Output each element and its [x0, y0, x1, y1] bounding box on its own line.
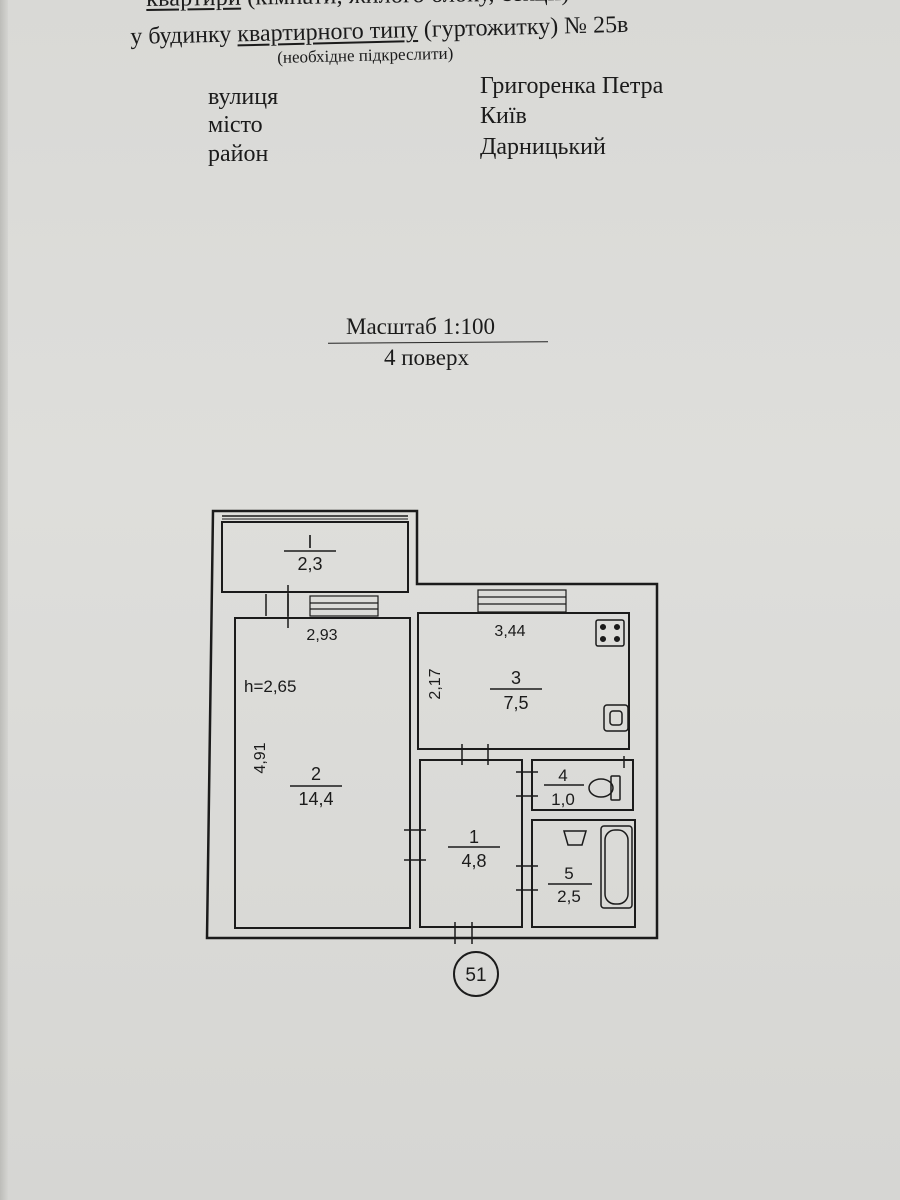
room2-area: 14,4 [298, 789, 333, 809]
room5-area: 2,5 [557, 887, 581, 906]
room3-number: 3 [511, 668, 521, 688]
room2-width: 2,93 [306, 627, 337, 644]
room2-outline [234, 617, 411, 929]
room1-number: 1 [469, 827, 479, 847]
room4-area: 1,0 [551, 790, 575, 809]
street-label: вулиця [208, 84, 279, 110]
city-value: Київ [480, 103, 527, 129]
floor-label: 4 поверх [384, 345, 469, 370]
room3-depth: 2,17 [427, 668, 444, 699]
room2-number: 2 [311, 764, 321, 784]
stove-icon [595, 619, 625, 647]
outer-wall [205, 509, 659, 940]
room2-height: h=2,65 [244, 677, 296, 696]
room4-outline [531, 759, 634, 811]
balcony-number: I [307, 532, 312, 552]
toilet-icon [588, 775, 621, 801]
district-value: Дарницький [480, 134, 606, 160]
room1-outline [419, 759, 523, 928]
city-label: місто [208, 112, 263, 138]
window-room2 [309, 595, 379, 617]
room5-number: 5 [564, 864, 573, 883]
room5-outline [531, 819, 636, 928]
window-room3 [477, 589, 567, 613]
kitchen-sink-icon [603, 704, 629, 732]
scale-label: Масштаб 1:100 [346, 314, 495, 339]
room2-length: 4,91 [252, 742, 269, 773]
room1-area: 4,8 [461, 851, 486, 871]
room4-number: 4 [558, 766, 567, 785]
bathtub-icon [600, 825, 633, 909]
room3-outline [417, 612, 630, 750]
apartment-number-badge: 51 [453, 951, 499, 997]
room3-width: 3,44 [494, 623, 525, 640]
room3-area: 7,5 [503, 693, 528, 713]
street-value: Григоренка Петра [480, 73, 664, 99]
apartment-number: 51 [465, 965, 486, 986]
district-label: район [208, 141, 269, 167]
page-edge [0, 0, 8, 1200]
washbasin-icon [563, 830, 587, 846]
balcony-outline [221, 521, 409, 593]
balcony-area: 2,3 [297, 554, 322, 574]
